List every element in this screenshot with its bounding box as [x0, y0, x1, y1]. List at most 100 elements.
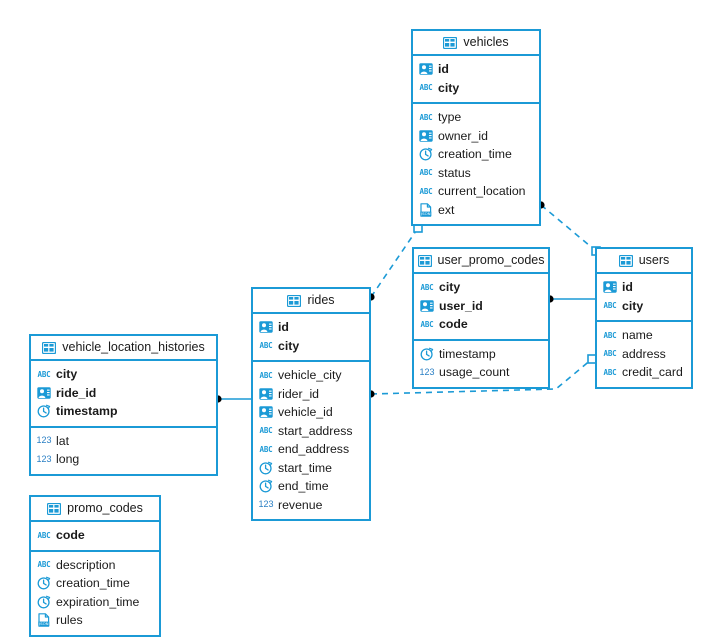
field-row[interactable]: timestamp: [414, 345, 548, 364]
field-row[interactable]: timestamp: [31, 402, 216, 421]
field-label: city: [438, 80, 460, 95]
table-grid-icon: [417, 254, 432, 268]
field-row[interactable]: ride_id: [31, 384, 216, 403]
field-row[interactable]: creation_time: [413, 145, 539, 164]
field-label: expiration_time: [56, 594, 140, 609]
field-row[interactable]: start_time: [253, 459, 369, 478]
id-card-icon: [259, 387, 273, 401]
field-row[interactable]: vehicle_id: [253, 403, 369, 422]
field-label: name: [622, 328, 653, 343]
field-row[interactable]: 123 lat: [31, 432, 216, 451]
entity-header[interactable]: vehicles: [413, 31, 539, 56]
123-number-icon: 123: [36, 453, 52, 464]
field-label: end_address: [278, 442, 350, 457]
123-number-icon: 123: [36, 435, 52, 446]
field-row[interactable]: owner_id: [413, 127, 539, 146]
field-label: type: [438, 110, 462, 125]
field-label: id: [438, 62, 449, 77]
abc-string-icon: ABC: [420, 319, 434, 329]
field-label: address: [622, 346, 666, 361]
field-row[interactable]: id: [413, 60, 539, 79]
field-label: id: [278, 320, 289, 335]
svg-text:JSON: JSON: [420, 211, 431, 216]
field-row[interactable]: id: [253, 318, 369, 337]
field-row[interactable]: creation_time: [31, 574, 159, 593]
abc-string-icon: ABC: [259, 341, 273, 350]
field-row[interactable]: expiration_time: [31, 593, 159, 612]
field-row[interactable]: end_time: [253, 477, 369, 496]
field-row[interactable]: ABC credit_card: [597, 363, 691, 382]
entity-header[interactable]: user_promo_codes: [414, 249, 548, 274]
field-row[interactable]: user_id: [414, 297, 548, 316]
id-card-icon: [603, 280, 617, 294]
entity-header[interactable]: users: [597, 249, 691, 274]
field-label: timestamp: [439, 346, 496, 361]
table-grid-icon: [618, 254, 633, 268]
field-label: start_time: [278, 460, 332, 475]
entity-header[interactable]: promo_codes: [31, 497, 159, 522]
abc-string-icon: ABC: [37, 560, 51, 569]
table-grid-icon: [47, 502, 62, 516]
abc-string-icon: ABC: [37, 530, 51, 540]
abc-string-icon: ABC: [259, 370, 273, 380]
field-label: timestamp: [56, 404, 118, 419]
field-label: credit_card: [622, 365, 683, 380]
abc-string-icon: ABC: [420, 282, 434, 292]
abc-string-icon: ABC: [259, 444, 273, 454]
clock-icon: [37, 404, 51, 418]
clock-icon: [419, 147, 433, 161]
field-row[interactable]: id: [597, 278, 691, 297]
entity-header[interactable]: rides: [253, 289, 369, 314]
field-label: end_time: [278, 479, 329, 494]
entity-title: vehicle_location_histories: [62, 340, 205, 355]
abc-string-icon: ABC: [603, 367, 617, 377]
clock-icon: [420, 347, 434, 361]
id-card-icon: [419, 129, 433, 143]
id-card-icon: [37, 386, 51, 400]
field-label: lat: [56, 433, 69, 448]
clock-icon: [37, 576, 51, 590]
clock-icon: [259, 479, 273, 493]
field-label: city: [622, 298, 644, 313]
123-number-icon: 123: [258, 499, 274, 510]
field-row[interactable]: rider_id: [253, 385, 369, 404]
field-row[interactable]: ABC end_address: [253, 440, 369, 459]
id-card-icon: [419, 62, 433, 76]
field-row[interactable]: ABC city: [414, 278, 548, 297]
entity-title: promo_codes: [67, 501, 143, 516]
field-label: city: [439, 280, 461, 295]
field-label: creation_time: [438, 147, 512, 162]
123-number-icon: 123: [419, 366, 435, 377]
entity-header[interactable]: vehicle_location_histories: [31, 336, 216, 361]
